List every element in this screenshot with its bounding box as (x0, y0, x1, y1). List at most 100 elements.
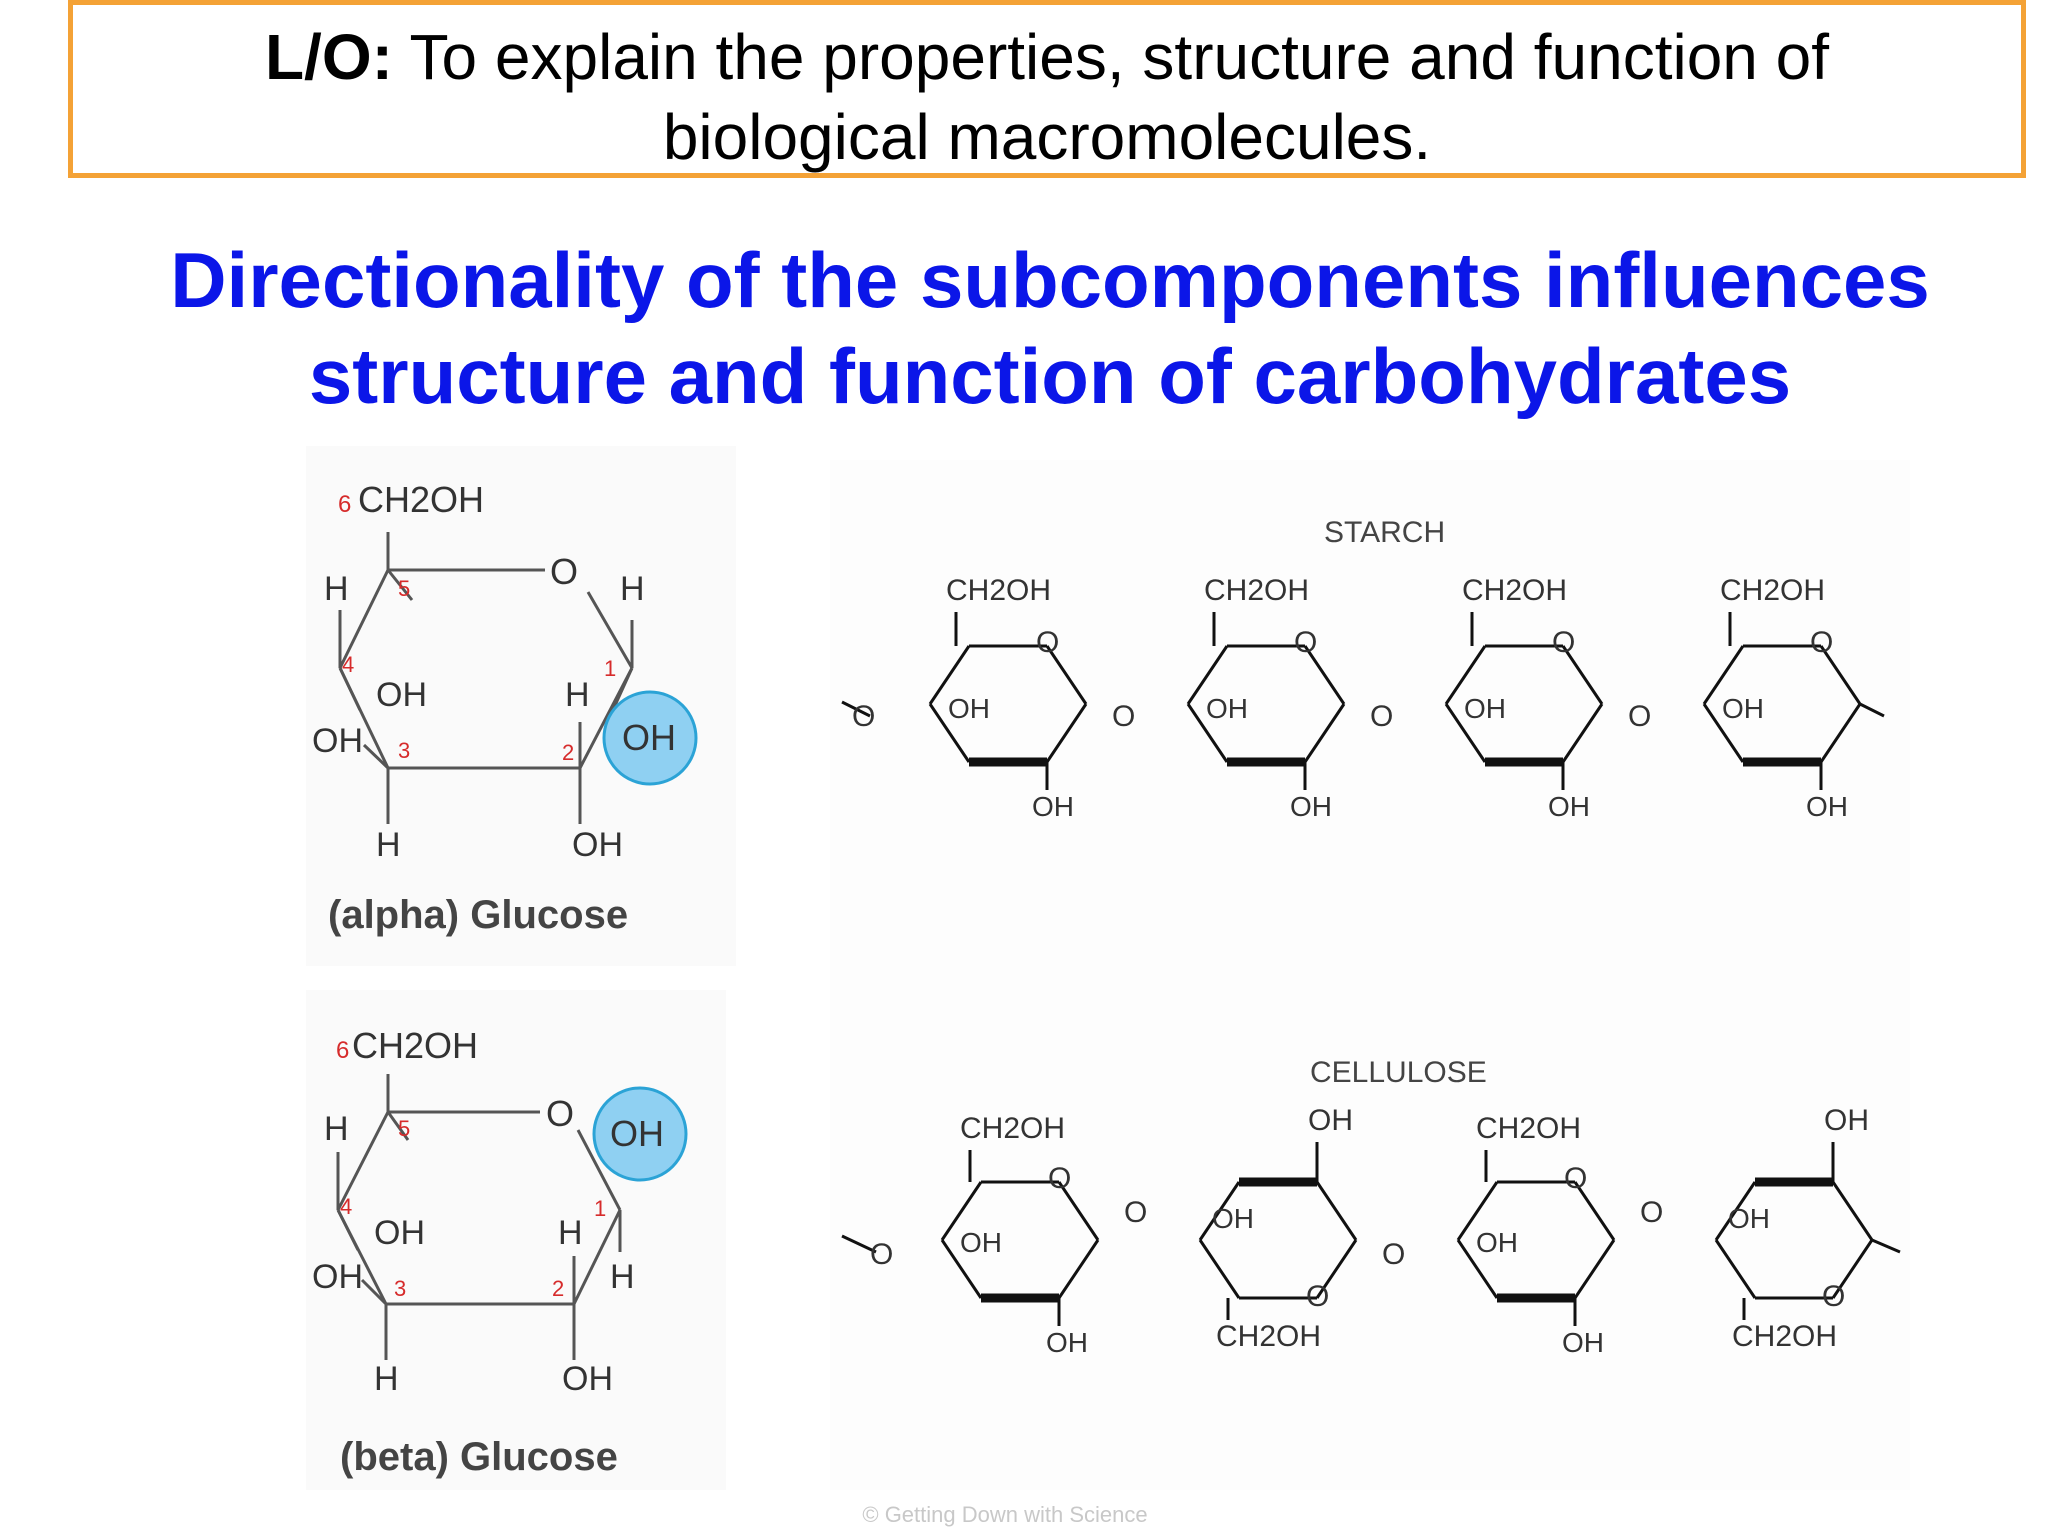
beta-caption: (beta) Glucose (340, 1435, 618, 1479)
cellulose-ring-1 (1198, 1177, 1358, 1300)
cellulose-ring-3 (1714, 1177, 1874, 1300)
cellulose-oh-ring-0: OH (960, 1227, 1002, 1258)
cellulose-ring-o-0: O (1048, 1162, 1071, 1195)
alpha-ring-oxygen: O (550, 551, 578, 592)
alpha-number-1: 1 (604, 656, 616, 681)
beta-anomeric-oh-highlight (592, 1086, 688, 1182)
beta-anomeric-oh: OH (610, 1113, 664, 1154)
starch-oh-ring-2: OH (1464, 693, 1506, 724)
cellulose-oh-ring-1: OH (1212, 1203, 1254, 1234)
alpha-number-6: 6 (338, 491, 351, 518)
cellulose-oh-bottom-0: OH (1046, 1327, 1088, 1358)
starch-ch2oh-3: CH2OH (1720, 574, 1825, 607)
cellulose-oh-ring-3: OH (1728, 1203, 1770, 1234)
beta-number-6: 6 (336, 1037, 349, 1064)
cellulose-ring-o-3: O (1822, 1280, 1845, 1313)
starch-ch2oh-0: CH2OH (946, 574, 1051, 607)
cellulose-ring-o-1: O (1306, 1280, 1329, 1313)
cellulose-oh-top-1: OH (1308, 1104, 1353, 1137)
starch-ring-o-3: O (1810, 626, 1833, 659)
cellulose-title: CELLULOSE (1310, 1056, 1487, 1089)
beta-c2-oh: OH (562, 1360, 613, 1398)
alpha-caption: (alpha) Glucose (328, 893, 628, 937)
starch-oh-ring-1: OH (1206, 693, 1248, 724)
starch-ring-o-2: O (1552, 626, 1575, 659)
alpha-c2-h: H (565, 676, 590, 714)
alpha-number-2: 2 (562, 740, 574, 765)
cellulose-oh-ring-2: OH (1476, 1227, 1518, 1258)
alpha-c3-h: H (376, 826, 401, 864)
cellulose-oh-bottom-2: OH (1562, 1327, 1604, 1358)
beta-c3-h: H (374, 1360, 399, 1398)
starch-title: STARCH (1324, 516, 1445, 549)
alpha-glucose-structure: CH2OH O H H OH OH H H OH OH 6 5 4 3 2 1 … (312, 479, 698, 937)
learning-objective-box: L/O: To explain the properties, structur… (68, 0, 2026, 178)
beta-number-1: 1 (594, 1196, 606, 1221)
starch-ring-1 (1186, 644, 1346, 767)
cellulose-ring-2 (1456, 1180, 1616, 1303)
starch-oh-ring-0: OH (948, 693, 990, 724)
starch-ring-o-1: O (1294, 626, 1317, 659)
learning-objective-text: L/O: To explain the properties, structur… (73, 5, 2021, 177)
beta-number-5: 5 (398, 1116, 410, 1141)
beta-number-3: 3 (394, 1276, 406, 1301)
alpha-c3-oh: OH (312, 722, 363, 760)
starch-ch2oh-2: CH2OH (1462, 574, 1567, 607)
headline-line2: structure and function of carbohydrates (308, 332, 1792, 420)
cellulose-glycosidic-o-0: O (1124, 1196, 1147, 1229)
starch-oh-bottom-1: OH (1290, 791, 1332, 822)
cellulose-ring-0 (940, 1180, 1100, 1303)
alpha-number-4: 4 (342, 652, 354, 677)
cellulose-ch2oh-top-0: CH2OH (960, 1112, 1065, 1145)
starch-end-o: O (852, 700, 875, 733)
beta-ring-oxygen: O (546, 1093, 574, 1134)
cellulose-end-o: O (870, 1238, 893, 1271)
starch-oh-bottom-3: OH (1806, 791, 1848, 822)
alpha-c2-oh: OH (572, 826, 623, 864)
cellulose-glycosidic-o-2: O (1640, 1196, 1663, 1229)
starch-ring-0 (928, 644, 1088, 767)
copyright-footer: © Getting Down with Science (862, 1502, 1148, 1527)
cellulose-chain: CH2OH O OH OH O OH OH O CH2OH O CH2OH O OH OH O OH OH O CH… (841, 1104, 1901, 1358)
starch-glycosidic-o-0: O (1112, 700, 1135, 733)
beta-c2-h: H (558, 1214, 583, 1252)
alpha-c4-oh: OH (376, 676, 427, 714)
cellulose-ring-o-2: O (1564, 1162, 1587, 1195)
starch-oh-ring-3: OH (1722, 693, 1764, 724)
beta-c5-h: H (324, 1110, 349, 1148)
beta-number-2: 2 (552, 1276, 564, 1301)
starch-chain: CH2OHOOHOHOCH2OHOOHOHOCH2OHOOHOHOCH2OHOO… (841, 574, 1885, 822)
cellulose-ch2oh-top-2: CH2OH (1476, 1112, 1581, 1145)
alpha-number-5: 5 (398, 576, 410, 601)
cellulose-oh-top-3: OH (1824, 1104, 1869, 1137)
beta-glucose-structure: CH2OH O OH H OH OH H H H OH 6 5 4 3 2 1 … (312, 1025, 688, 1479)
cellulose-glycosidic-o-1: O (1382, 1238, 1405, 1271)
alpha-anomeric-oh-highlight (602, 690, 698, 786)
cellulose-ch2oh-bottom-1: CH2OH (1216, 1320, 1321, 1353)
starch-glycosidic-o-2: O (1628, 700, 1651, 733)
alpha-c1-h: H (620, 570, 645, 608)
beta-glucose-panel (306, 990, 726, 1490)
alpha-anomeric-oh: OH (622, 717, 676, 758)
starch-oh-bottom-0: OH (1032, 791, 1074, 822)
cellulose-ch2oh-bottom-3: CH2OH (1732, 1320, 1837, 1353)
beta-c4-oh: OH (374, 1214, 425, 1252)
slide-headline: Directionality of the subcomponents infl… (100, 232, 2000, 424)
starch-oh-bottom-2: OH (1548, 791, 1590, 822)
objective-line2: biological macromolecules. (662, 101, 1432, 173)
beta-c1-h: H (610, 1258, 635, 1296)
objective-line1: To explain the properties, structure and… (409, 21, 1830, 93)
beta-c3-oh: OH (312, 1258, 363, 1296)
starch-ring-o-0: O (1036, 626, 1059, 659)
alpha-number-3: 3 (398, 738, 410, 763)
headline-line1: Directionality of the subcomponents infl… (170, 236, 1930, 324)
alpha-c5-h: H (324, 570, 349, 608)
objective-label: L/O: (264, 21, 393, 93)
beta-number-4: 4 (340, 1194, 352, 1219)
alpha-ch2oh-label: CH2OH (358, 479, 484, 520)
starch-glycosidic-o-1: O (1370, 700, 1393, 733)
starch-ring-2 (1444, 644, 1604, 767)
beta-ch2oh-label: CH2OH (352, 1025, 478, 1066)
starch-ring-3 (1702, 644, 1862, 767)
